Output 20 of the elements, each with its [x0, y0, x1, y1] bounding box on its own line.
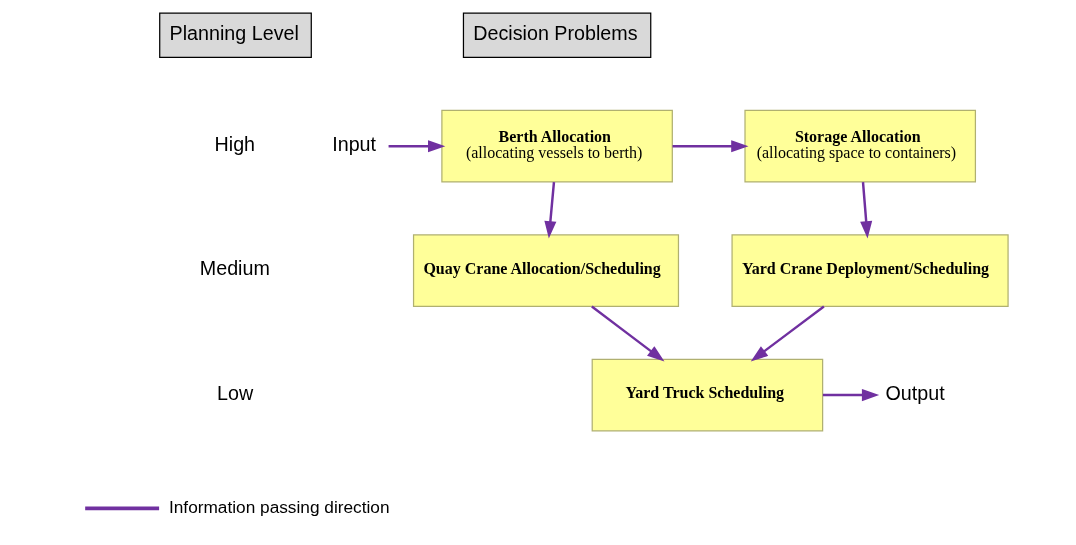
label: Medium	[199, 257, 270, 280]
node-box: Quay Crane Allocation/Scheduling	[412, 234, 680, 307]
node-box: Decision Problems	[462, 12, 652, 59]
node-box: Berth Allocation (allocating vessels to berth)	[441, 109, 673, 183]
arrow	[672, 140, 749, 153]
arrow	[591, 305, 665, 362]
arrow	[388, 140, 446, 153]
legend-label: Information passing direction	[168, 497, 390, 518]
node-text: Input	[332, 132, 377, 155]
arrow	[860, 181, 873, 239]
node-text: Output	[885, 381, 945, 404]
arrow	[750, 305, 825, 362]
node-box: Planning Level	[159, 12, 312, 59]
label: High	[214, 132, 256, 155]
node-box: Yard Truck Scheduling	[591, 358, 824, 432]
node-box: Storage Allocation (allocating space to containers)	[744, 109, 977, 183]
arrow	[822, 389, 880, 402]
node-box: Yard Crane Deployment/Scheduling	[731, 234, 1009, 307]
arrow	[544, 181, 557, 239]
label: Low	[217, 381, 254, 404]
